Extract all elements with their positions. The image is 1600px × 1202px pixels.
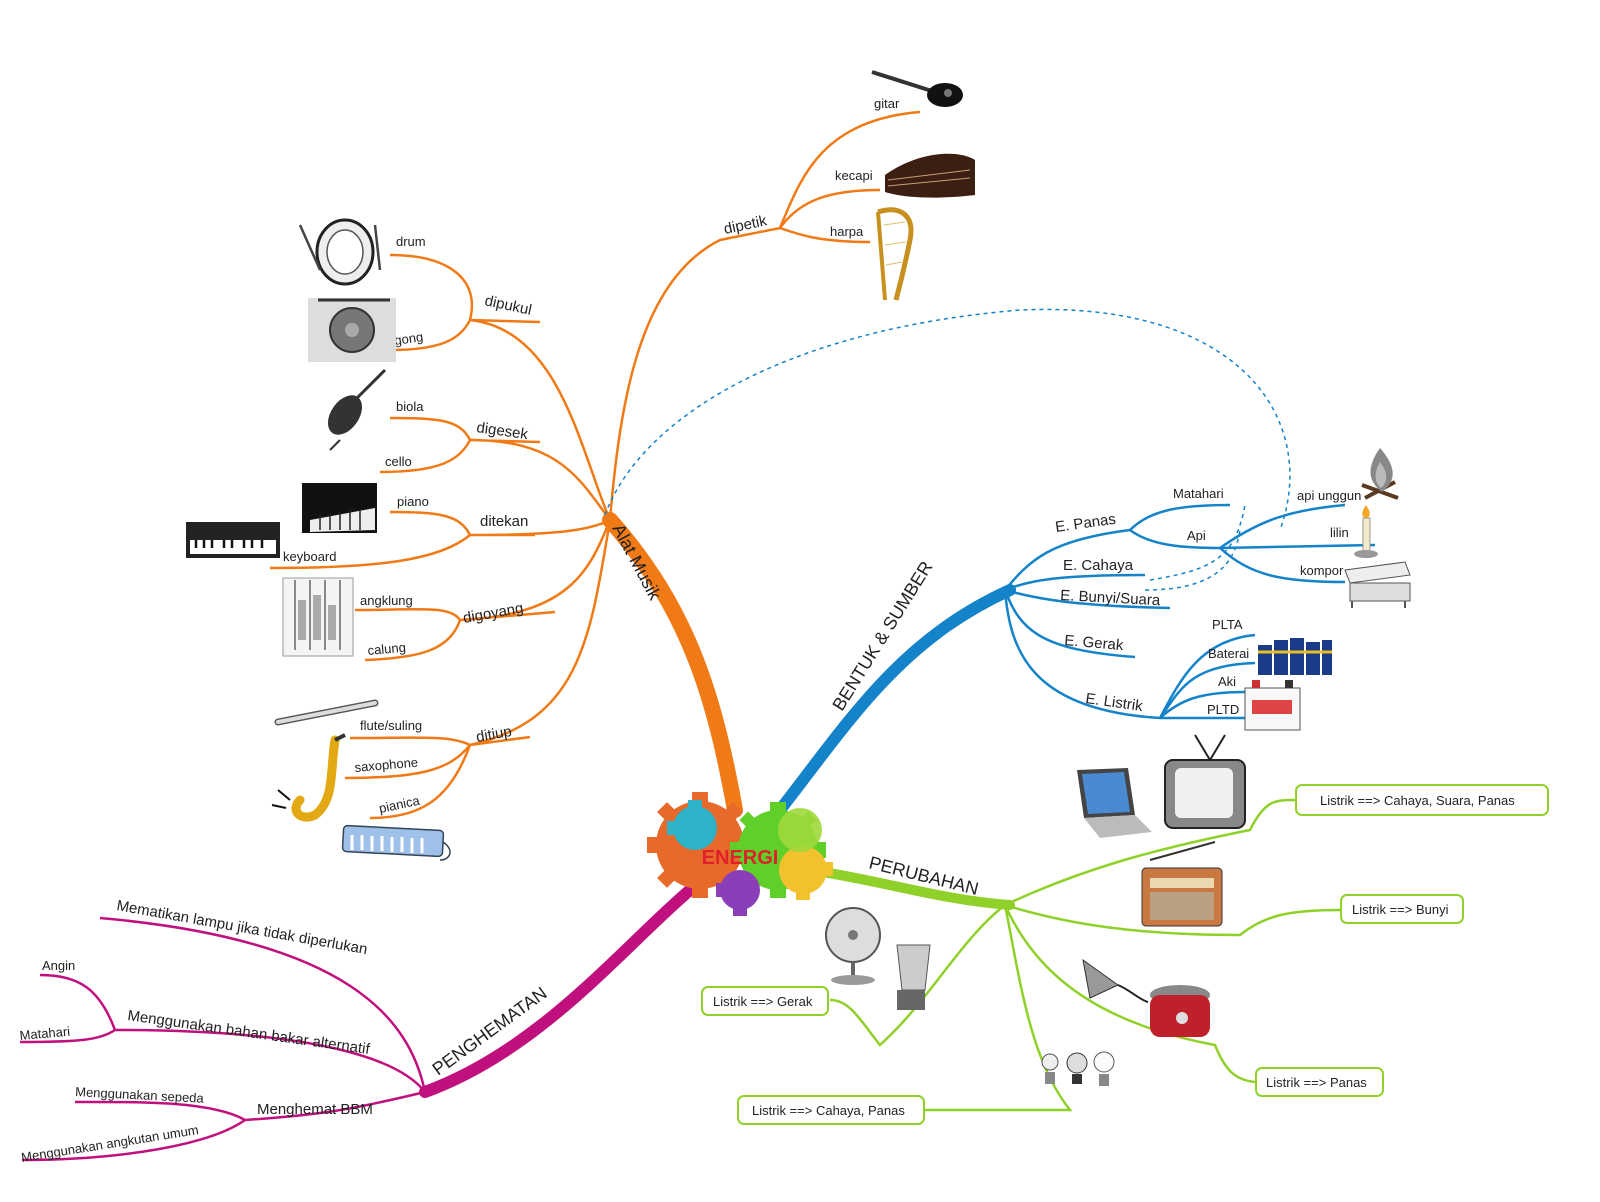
branch-bentuk xyxy=(774,584,1016,816)
cello-label: cello xyxy=(385,454,412,469)
perubahan-branches xyxy=(829,798,1341,1112)
branch-alat-musik xyxy=(602,512,743,818)
fan-icon xyxy=(825,907,881,985)
keyboard-label: keyboard xyxy=(283,549,336,564)
cello-icon xyxy=(327,368,387,451)
perubahan-box-1: Listrik ==> Bunyi xyxy=(1340,894,1464,924)
kecapi-icon xyxy=(885,153,975,198)
svg-text:Listrik ==> Cahaya, Panas: Listrik ==> Cahaya, Panas xyxy=(752,1103,905,1118)
lampu-label: Mematikan lampu jika tidak diperlukan xyxy=(115,897,368,958)
e-bunyi-label: E. Bunyi/Suara xyxy=(1060,587,1161,609)
angkutan-label: Menggunakan angkutan umum xyxy=(20,1122,199,1165)
harp-icon xyxy=(876,207,914,301)
gitar-label: gitar xyxy=(874,96,900,111)
gong-icon xyxy=(308,298,396,362)
pianica-icon xyxy=(341,824,451,861)
center-label: ENERGI xyxy=(702,847,779,869)
saxophone-icon xyxy=(271,733,346,822)
tv-icon xyxy=(1164,734,1246,829)
svg-text:Listrik ==> Bunyi: Listrik ==> Bunyi xyxy=(1352,902,1449,917)
drum-label: drum xyxy=(396,234,426,249)
bahan-bakar-label: Menggunakan bahan bakar alternatif xyxy=(126,1007,371,1058)
laptop-icon xyxy=(1077,768,1152,838)
plta-label: PLTA xyxy=(1212,617,1243,632)
campfire-icon xyxy=(1361,448,1399,500)
iron-icon xyxy=(1082,958,1149,1003)
pltd-label: PLTD xyxy=(1207,702,1239,717)
sepeda-label: Menggunakan sepeda xyxy=(75,1084,205,1106)
svg-text:Listrik ==> Panas: Listrik ==> Panas xyxy=(1266,1075,1367,1090)
branch-perubahan xyxy=(805,865,1015,910)
rice-cooker-icon xyxy=(1150,985,1210,1037)
gear-icon xyxy=(716,870,760,916)
gear-icon xyxy=(778,808,822,852)
stove-icon xyxy=(1344,561,1411,608)
svg-text:Listrik ==> Cahaya, Suara, Pan: Listrik ==> Cahaya, Suara, Panas xyxy=(1320,793,1515,808)
radio-icon xyxy=(1141,841,1223,927)
svg-text:Listrik ==> Gerak: Listrik ==> Gerak xyxy=(713,994,813,1009)
dashed-connector-top xyxy=(604,308,1291,531)
flute-icon xyxy=(274,699,379,726)
alat-musik-branches xyxy=(269,110,921,820)
dashed-connector-bunyi xyxy=(1144,529,1241,591)
piano-icon xyxy=(302,483,377,533)
drum-icon xyxy=(298,218,382,286)
harpa-label: harpa xyxy=(830,224,864,239)
angin-label: Angin xyxy=(42,958,75,973)
e-gerak-label: E. Gerak xyxy=(1064,632,1125,654)
pianica-label: pianica xyxy=(378,793,422,816)
flute-label: flute/suling xyxy=(360,718,422,733)
aki-label: Aki xyxy=(1218,674,1236,689)
lightbulb-icon xyxy=(1041,1051,1115,1086)
saxophone-label: saxophone xyxy=(354,755,419,775)
bbm-label: Menghemat BBM xyxy=(257,1101,373,1118)
perubahan-box-3: Listrik ==> Panas xyxy=(1255,1067,1384,1097)
lilin-label: lilin xyxy=(1330,525,1349,540)
perubahan-box-2: Listrik ==> Gerak xyxy=(701,986,829,1016)
baterai-label: Baterai xyxy=(1208,646,1249,661)
dipukul-label: dipukul xyxy=(483,292,533,319)
perubahan-box-0: Listrik ==> Cahaya, Suara, Panas xyxy=(1295,784,1549,816)
bentuk-branches xyxy=(1003,503,1376,720)
e-cahaya-label: E. Cahaya xyxy=(1063,557,1134,574)
api-unggun-label: api unggun xyxy=(1297,488,1361,503)
center-gears: ENERGI xyxy=(647,792,833,916)
gear-icon xyxy=(667,800,717,850)
gong-label: gong xyxy=(393,329,424,348)
blender-icon xyxy=(896,944,931,1010)
perubahan-box-4: Listrik ==> Cahaya, Panas xyxy=(737,1095,925,1125)
ditiup-label: ditiup xyxy=(475,723,513,746)
alat-musik-label: Alat Musik xyxy=(608,520,665,604)
angklung-label: angklung xyxy=(360,593,413,608)
biola-label: biola xyxy=(396,399,424,414)
api-label: Api xyxy=(1187,528,1206,543)
dashed-connector-cahaya xyxy=(1149,504,1246,581)
battery-icon xyxy=(1258,638,1332,675)
branch-penghematan xyxy=(419,884,696,1098)
digoyang-label: digoyang xyxy=(462,600,525,627)
calung-label: calung xyxy=(367,640,406,658)
kompor-label: kompor xyxy=(1300,563,1344,578)
matahari-label: Matahari xyxy=(1173,486,1224,501)
penghematan-branches xyxy=(19,916,427,1162)
candle-icon xyxy=(1354,505,1378,558)
piano-label: piano xyxy=(397,494,429,509)
keyboard-icon xyxy=(186,522,280,558)
gear-icon xyxy=(779,846,833,900)
angklung-icon xyxy=(282,577,354,657)
matahari-alt-label: Matahari xyxy=(19,1024,71,1043)
guitar-icon xyxy=(871,70,963,107)
ditekan-label: ditekan xyxy=(480,513,528,530)
car-battery-icon xyxy=(1244,680,1301,731)
kecapi-label: kecapi xyxy=(835,168,873,183)
